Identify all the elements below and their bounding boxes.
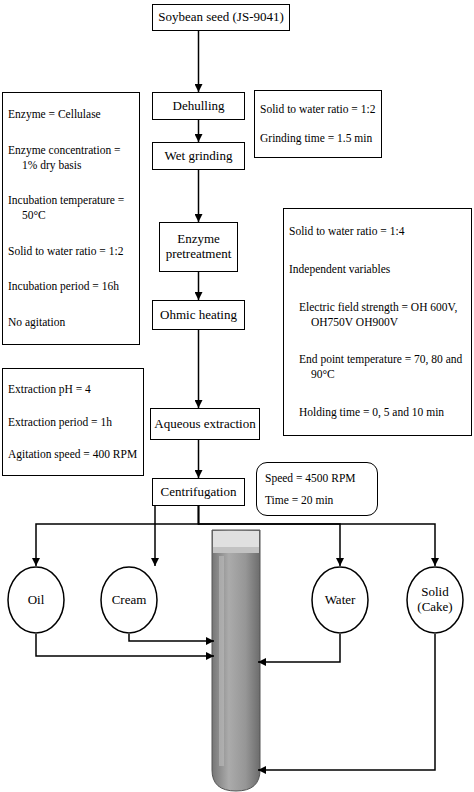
output-label: Cream — [112, 593, 147, 608]
output-ellipse: Oil — [7, 566, 65, 634]
process-box: Aqueous extraction — [150, 408, 260, 440]
parameter-text: Agitation speed = 400 RPM — [8, 447, 138, 462]
flow-arrow — [198, 330, 200, 408]
parameter-box: Extraction pH = 4 Extraction period = 1h A… — [2, 368, 144, 476]
process-box: Ohmic heating — [152, 300, 245, 330]
flow-arrow — [198, 120, 200, 142]
process-label: Ohmic heating — [160, 308, 237, 323]
parameter-text: Holding time = 0, 5 and 10 min — [289, 405, 466, 420]
parameter-text: Solid to water ratio = 1:4 — [289, 224, 466, 239]
parameter-text: Enzyme concentration = 1% dry basis — [8, 143, 134, 173]
leader-arrow — [36, 634, 214, 656]
parameter-text: Time = 20 min — [265, 493, 369, 508]
ellipse-shape — [407, 567, 463, 633]
flow-arrow — [198, 272, 200, 300]
process-box: Dehulling — [152, 92, 245, 120]
flow-arrow — [198, 170, 200, 222]
parameter-text: Electric field strength = OH 600V, OH750… — [289, 300, 466, 330]
process-label: Wet grinding — [165, 149, 233, 164]
parameter-text: Extraction period = 1h — [8, 415, 138, 430]
tube-highlight — [219, 556, 224, 766]
parameter-text: Incubation period = 16h — [8, 279, 134, 294]
process-box: Enzyme pretreatment — [159, 222, 238, 272]
parameter-text: Speed = 4500 RPM — [265, 471, 369, 486]
process-label: Enzyme pretreatment — [163, 232, 234, 262]
process-box: Wet grinding — [152, 142, 245, 170]
process-label: Soybean seed (JS-9041) — [158, 10, 284, 25]
ellipse-shape — [8, 567, 64, 633]
process-label: Dehulling — [173, 99, 225, 114]
flow-arrow — [154, 506, 156, 566]
start-box: Soybean seed (JS-9041) — [152, 4, 290, 31]
output-ellipse: Cream — [100, 566, 158, 634]
parameter-box: Enzyme = CellulaseEnzyme concentration =… — [2, 92, 140, 345]
flow-arrow — [198, 440, 200, 478]
output-label: Oil — [28, 593, 45, 608]
parameter-text: Independent variables — [289, 262, 466, 277]
ellipse-shape — [312, 567, 368, 633]
parameter-text: End point temperature = 70, 80 and 90°C — [289, 352, 466, 382]
leader-arrow — [258, 634, 435, 770]
parameter-text: Enzyme = Cellulase — [8, 107, 134, 122]
flow-arrow — [36, 506, 199, 566]
parameter-text: Incubation temperature = 50°C — [8, 193, 134, 223]
flow-arrow — [198, 31, 200, 92]
output-ellipse: Solid (Cake) — [406, 566, 464, 634]
parameter-text: Extraction pH = 4 — [8, 382, 138, 397]
tube-top-layer — [213, 531, 259, 547]
leader-arrow — [129, 634, 214, 641]
parameter-box: Speed = 4500 RPM Time = 20 min — [256, 462, 378, 516]
process-label: Centrifugation — [161, 485, 237, 500]
parameter-box: Solid to water ratio = 1:2Grinding time … — [254, 90, 382, 158]
output-ellipse: Water — [311, 566, 369, 634]
parameter-text: Solid to water ratio = 1:2 — [260, 102, 376, 117]
tube-body — [212, 530, 260, 791]
ellipse-shape — [101, 567, 157, 633]
parameter-box: Solid to water ratio = 1:4Independent va… — [283, 208, 472, 436]
output-label: Solid (Cake) — [414, 585, 456, 615]
process-label: Aqueous extraction — [154, 417, 255, 432]
tube-cream-layer — [213, 547, 259, 553]
parameter-text: Grinding time = 1.5 min — [260, 131, 376, 146]
process-box: Centrifugation — [152, 478, 245, 506]
leader-arrow — [258, 634, 340, 662]
parameter-text: No agitation — [8, 315, 134, 330]
parameter-text: Solid to water ratio = 1:2 — [8, 244, 134, 259]
test-tube — [212, 530, 260, 791]
output-label: Water — [325, 593, 356, 608]
